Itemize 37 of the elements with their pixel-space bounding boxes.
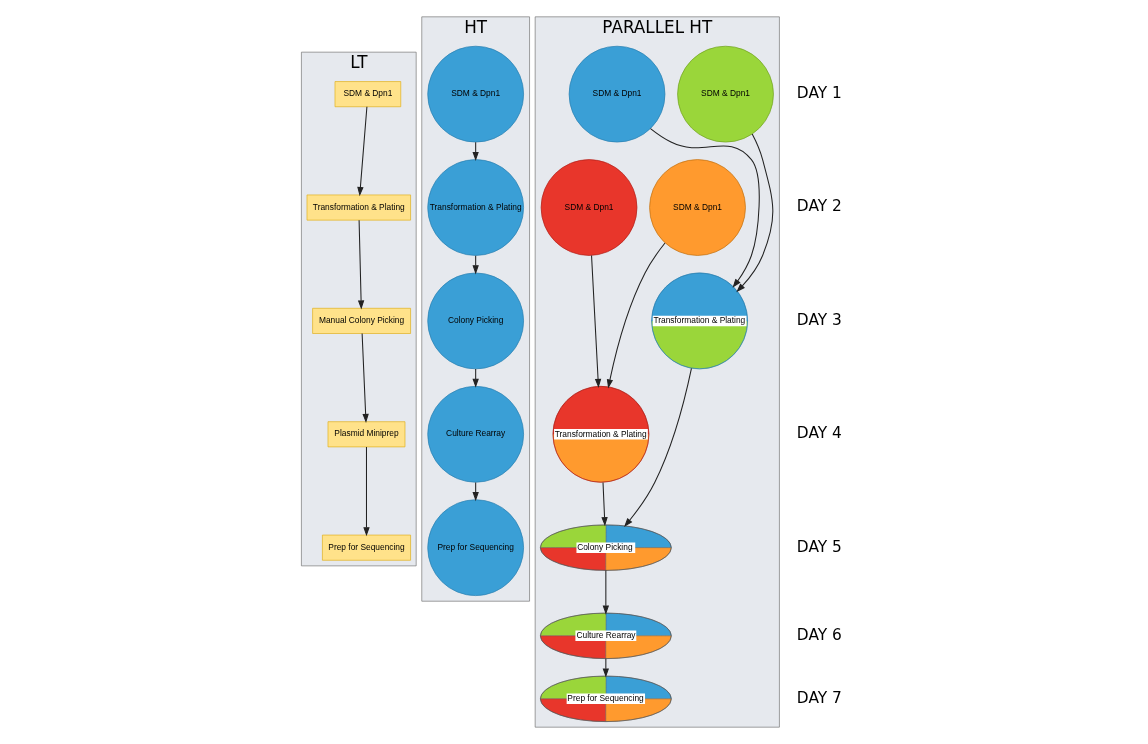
- node-box: SDM & Dpn1: [334, 81, 402, 108]
- arrow: [601, 481, 608, 527]
- label: DAY 4: [796, 424, 842, 443]
- node-circle: SDM & Dpn1: [649, 159, 746, 256]
- arrow: [357, 219, 365, 310]
- node-box: Plasmid Miniprep: [327, 421, 406, 448]
- arrow: [602, 658, 610, 678]
- node-circle: SDM & Dpn1: [568, 45, 666, 143]
- arrow: [650, 128, 760, 288]
- arrow: [602, 569, 610, 615]
- arrow: [624, 367, 692, 528]
- label: DAY 1: [796, 84, 842, 103]
- arrow: [361, 333, 369, 423]
- arrow: [736, 133, 774, 293]
- arrow: [472, 141, 479, 162]
- arrow: [472, 481, 479, 502]
- node-circle: SDM & Dpn1: [677, 45, 774, 143]
- node-box: Manual Colony Picking: [312, 307, 411, 334]
- node-circle: Colony Picking: [427, 272, 524, 370]
- label: DAY 3: [796, 310, 842, 329]
- node-circle: Transformation & Plating: [427, 159, 524, 256]
- label: DAY 6: [796, 625, 842, 644]
- node-circle: Culture Rearray: [427, 386, 524, 483]
- label: DAY 5: [796, 537, 842, 556]
- node-box: Prep for Sequencing: [322, 534, 411, 561]
- label: DAY 2: [796, 197, 842, 216]
- node-circle: Prep for Sequencing: [427, 499, 524, 596]
- label: DAY 7: [796, 688, 842, 707]
- arrow: [472, 255, 479, 275]
- node-box: Transformation & Plating: [306, 194, 411, 221]
- node-circle: SDM & Dpn1: [427, 45, 524, 143]
- arrow: [363, 446, 370, 537]
- arrow: [606, 242, 666, 389]
- arrow: [472, 368, 479, 388]
- arrow: [357, 106, 368, 197]
- node-circle: SDM & Dpn1: [540, 159, 638, 256]
- arrow: [591, 254, 602, 388]
